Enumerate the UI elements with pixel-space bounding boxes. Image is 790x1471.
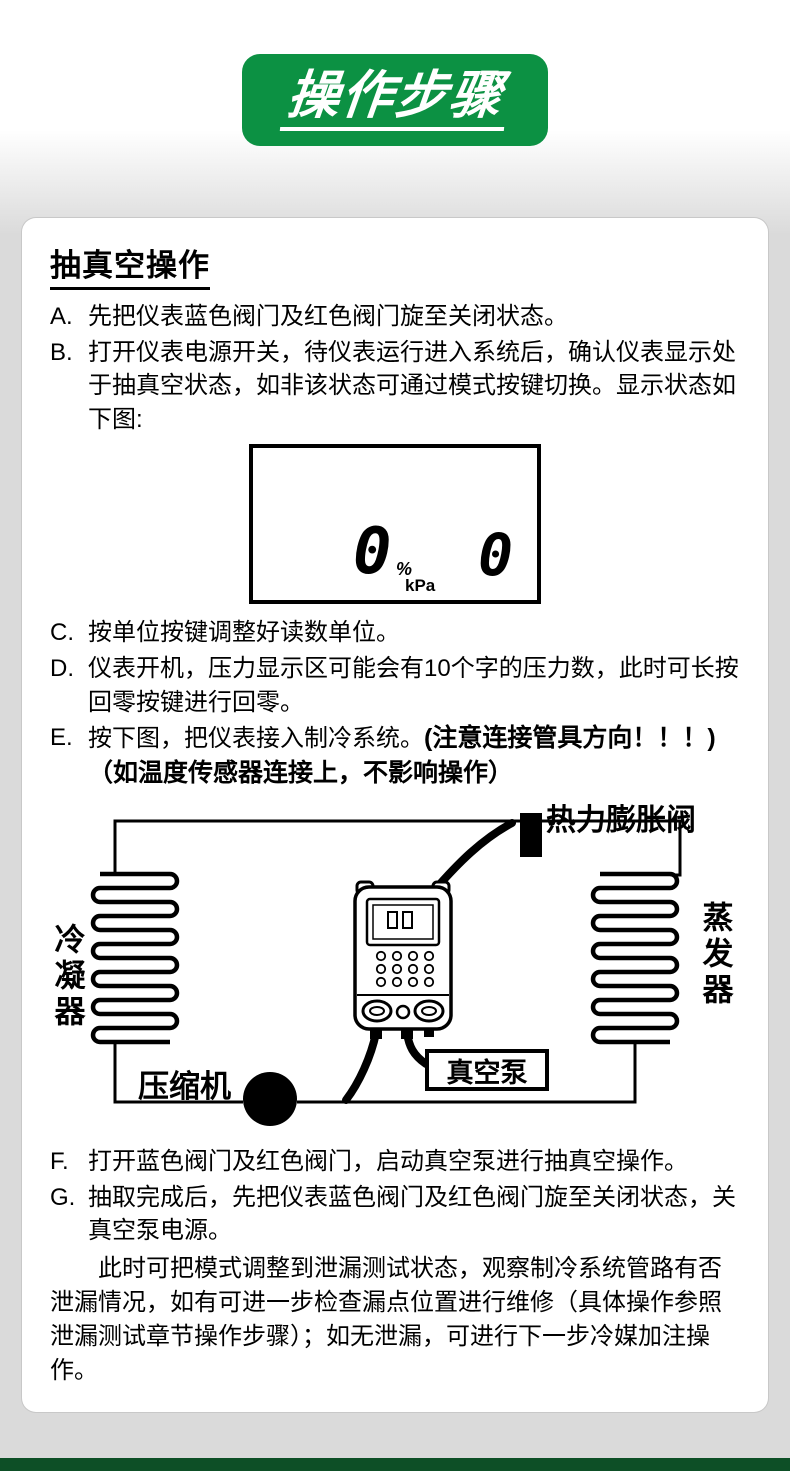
step-c: C. 按单位按键调整好读数单位。: [50, 616, 740, 650]
green-banner: 操作步骤: [242, 54, 548, 146]
step-e: E. 按下图，把仪表接入制冷系统。(注意连接管具方向！！！)（如温度传感器连接上…: [50, 721, 740, 791]
content-card: 抽真空操作 A. 先把仪表蓝色阀门及红色阀门旋至关闭状态。 B. 打开仪表电源开…: [22, 218, 768, 1413]
step-c-label: C.: [50, 619, 74, 647]
step-e-bold-note: (注意连接管具方向！！！)（如温度传感器连接上，不影响操作）: [88, 724, 716, 788]
lcd-unit-label: kPa: [405, 576, 436, 596]
step-b-label: B.: [50, 338, 73, 366]
expansion-valve-icon: [520, 813, 542, 858]
step-c-text: 按单位按键调整好读数单位。: [88, 619, 400, 647]
closing-paragraph: 此时可把模式调整到泄漏测试状态，观察制冷系统管路有否泄漏情况，如有可进一步检查漏…: [50, 1254, 722, 1385]
gauge-buttons: [375, 951, 435, 988]
evaporator-coil-icon: [590, 871, 680, 1045]
condenser-coil-icon: [90, 871, 180, 1045]
lcd-display: 0 % kPa 0: [249, 444, 541, 605]
next-section-strip: [0, 1458, 790, 1471]
step-b: B. 打开仪表电源开关，待仪表运行进入系统后，确认仪表显示处于抽真空状态，如非该…: [50, 336, 740, 437]
evaporator-label: 蒸发器: [697, 901, 733, 1010]
step-b-text: 打开仪表电源开关，待仪表运行进入系统后，确认仪表显示处于抽真空状态，如非该状态可…: [88, 338, 736, 433]
step-f: F. 打开蓝色阀门及红色阀门，启动真空泵进行抽真空操作。: [50, 1145, 740, 1179]
step-g-label: G.: [50, 1183, 76, 1211]
page: { "banner": { "title": "操作步骤" }, "sectio…: [0, 54, 790, 1471]
step-e-text: 按下图，把仪表接入制冷系统。(注意连接管具方向！！！)（如温度传感器连接上，不影…: [88, 721, 740, 791]
pipe-lines: [113, 819, 682, 1104]
manifold-gauge-icon: [353, 880, 453, 1040]
red-valve-knob: [413, 999, 445, 1023]
condenser-label: 冷凝器: [49, 923, 85, 1032]
blue-valve-knob: [361, 999, 393, 1023]
pipe-bottom-right: [297, 1042, 637, 1104]
step-g: G. 抽取完成后，先把仪表蓝色阀门及红色阀门旋至关闭状态，关真空泵电源。: [50, 1181, 740, 1248]
refrigeration-diagram: 热力膨胀阀 冷凝器 蒸发器 压缩机 真空泵: [50, 799, 740, 1139]
banner-title: 操作步骤: [279, 67, 511, 131]
lcd-main-value: 0: [353, 515, 392, 590]
compressor-label: 压缩机: [138, 1069, 231, 1105]
step-d: D. 仪表开机，压力显示区可能会有10个字的压力数，此时可长按回零按键进行回零。: [50, 652, 740, 719]
step-e-label: E.: [50, 724, 73, 752]
vacuum-pump-label: 真空泵: [446, 1057, 528, 1088]
pipe-top-left: [113, 819, 520, 875]
step-f-text: 打开蓝色阀门及红色阀门，启动真空泵进行抽真空操作。: [88, 1148, 688, 1176]
step-d-text: 仪表开机，压力显示区可能会有10个字的压力数，此时可长按回零按键进行回零。: [88, 654, 739, 716]
pipe-bottom-left: [113, 1042, 243, 1104]
refrigeration-diagram-drawing: [90, 813, 682, 1127]
step-g-text: 抽取完成后，先把仪表蓝色阀门及红色阀门旋至关闭状态，关真空泵电源。: [88, 1183, 736, 1245]
step-d-label: D.: [50, 654, 74, 682]
lcd-secondary-value: 0: [478, 521, 513, 590]
lcd-percent-sign: %: [396, 559, 413, 580]
step-a: A. 先把仪表蓝色阀门及红色阀门旋至关闭状态。: [50, 300, 740, 334]
step-a-label: A.: [50, 303, 73, 330]
step-f-label: F.: [50, 1148, 69, 1176]
compressor-icon: [243, 1072, 297, 1127]
step-a-text: 先把仪表蓝色阀门及红色阀门旋至关闭状态。: [88, 303, 568, 330]
step-e-normal: 按下图，把仪表接入制冷系统。: [88, 725, 424, 753]
expansion-valve-label: 热力膨胀阀: [546, 804, 696, 838]
vacuum-pump-box: 真空泵: [425, 1049, 549, 1092]
section-heading: 抽真空操作: [50, 240, 210, 290]
hose-to-bottom-pipe-icon: [342, 1029, 380, 1105]
